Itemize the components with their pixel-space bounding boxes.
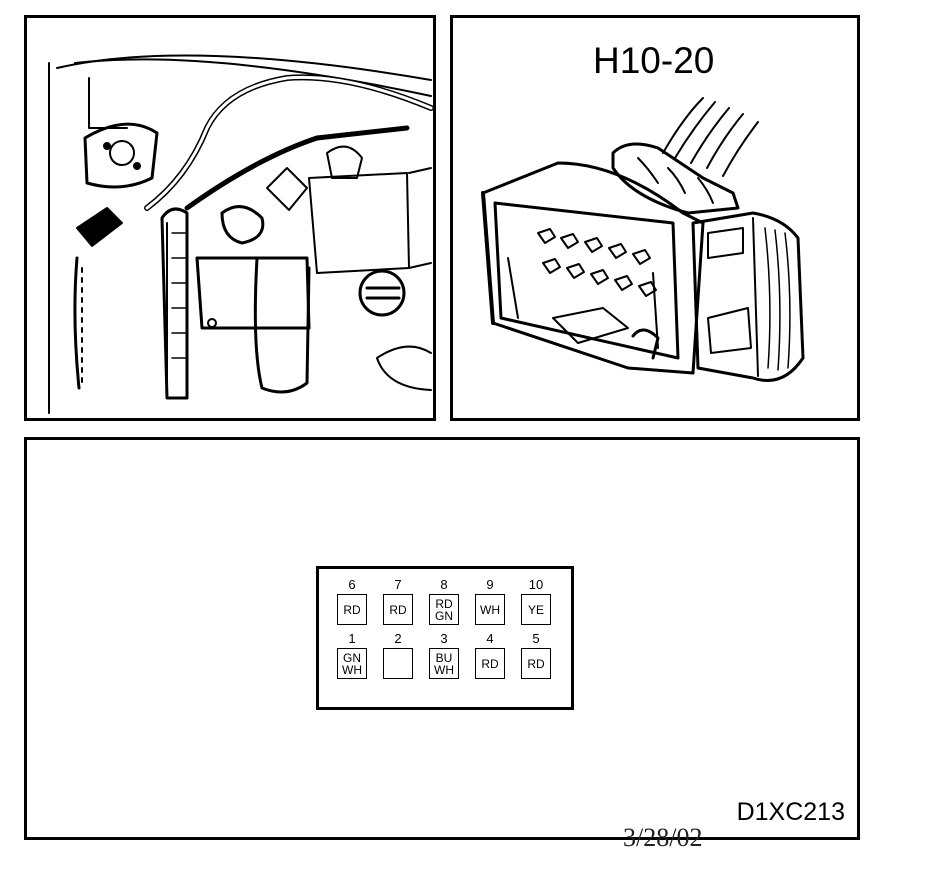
wire-color-primary: RD (343, 602, 361, 617)
wire-color-primary: RD (527, 656, 545, 671)
pin-5: 5 RD (519, 632, 553, 679)
pin-wire-color: WH (475, 594, 505, 625)
wire-color-stripe: GN (435, 608, 453, 623)
wire-color-primary: RD (389, 602, 407, 617)
connector-drawing (481, 97, 805, 382)
pin-9: 9 WH (473, 578, 507, 625)
pin-wire-color: RD (383, 594, 413, 625)
wire-color-stripe: WH (434, 662, 454, 677)
engine-bay-location-panel (24, 15, 436, 421)
date-stamp: 3/28/02 (623, 823, 703, 852)
connector-id-title: H10-20 (593, 40, 715, 81)
wire-color-primary: WH (480, 602, 500, 617)
pin-wire-color: RD (337, 594, 367, 625)
pin-number: 7 (394, 577, 402, 592)
diagram-code: D1XC213 (736, 798, 845, 826)
wire-color-primary: BU (435, 650, 453, 665)
engine-bay-drawing (48, 54, 433, 414)
pin-number: 2 (394, 631, 402, 646)
pin-wire-color-empty (383, 648, 413, 679)
pin-number: 5 (532, 631, 540, 646)
pin-2: 2 (381, 632, 415, 679)
pin-number: 1 (348, 631, 356, 646)
pin-7: 7 RD (381, 578, 415, 625)
connector-illustration-panel: H10-20 (450, 15, 860, 421)
pin-wire-color: YE (521, 594, 551, 625)
pin-number: 6 (348, 577, 356, 592)
wire-color-stripe: WH (342, 662, 362, 677)
pin-number: 10 (528, 577, 544, 592)
pin-number: 3 (440, 631, 448, 646)
pin-wire-color: RD (521, 648, 551, 679)
wire-color-primary: RD (435, 596, 453, 611)
wire-color-primary: YE (527, 602, 544, 617)
pin-wire-color: RD (475, 648, 505, 679)
pin-6: 6 RD (335, 578, 369, 625)
wire-color-primary: GN (343, 650, 361, 665)
pin-number: 9 (486, 577, 494, 592)
pin-number: 4 (486, 631, 494, 646)
wire-color-primary: RD (481, 656, 499, 671)
pin-10: 10 YE (519, 578, 553, 625)
pin-number: 8 (440, 577, 448, 592)
pin-4: 4 RD (473, 632, 507, 679)
